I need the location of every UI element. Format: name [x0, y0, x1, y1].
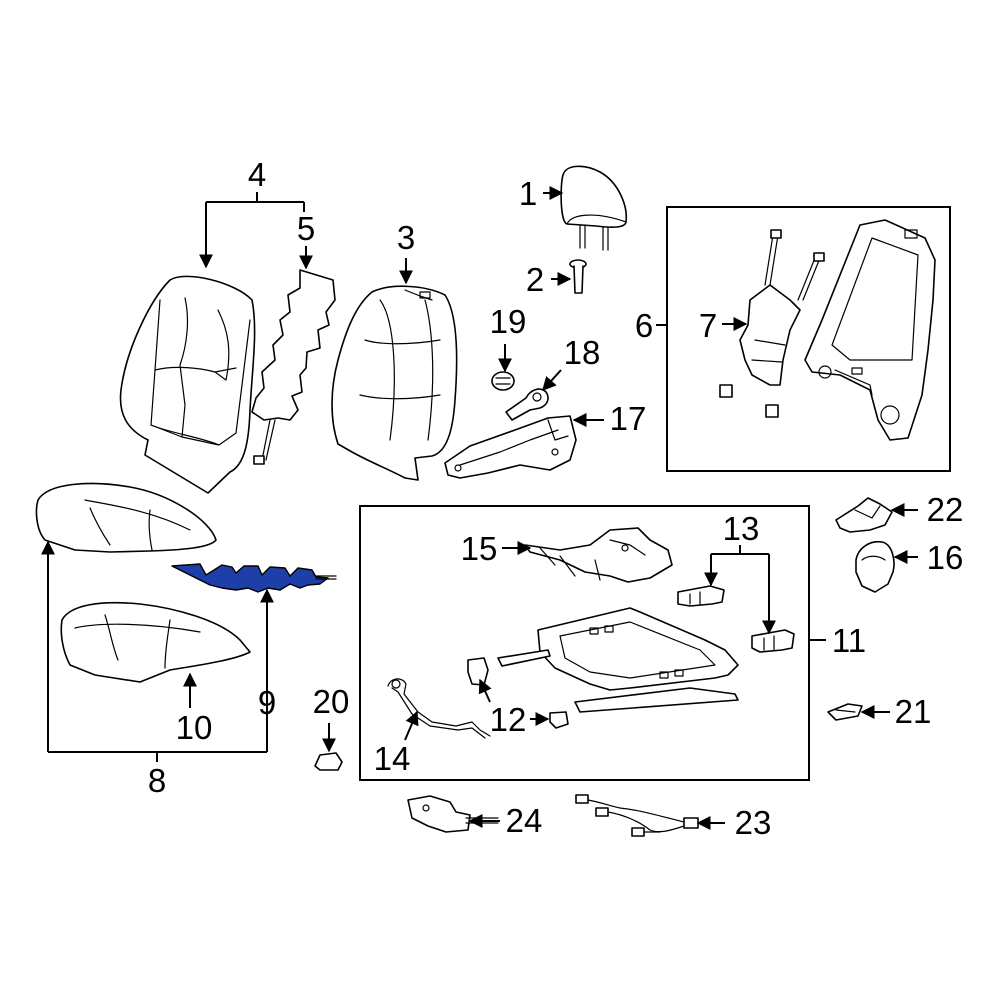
callout-label-3: 3 — [397, 219, 415, 256]
callout-label-15: 15 — [461, 530, 498, 567]
part-seatback-bracket[interactable] — [719, 229, 825, 418]
part-bracket-12a[interactable] — [467, 657, 489, 686]
part-bracket-13a[interactable] — [677, 585, 725, 607]
callout-label-21: 21 — [895, 693, 932, 730]
group-box-6 — [666, 206, 951, 472]
callout-label-8: 8 — [148, 762, 166, 799]
part-rod[interactable] — [387, 678, 491, 739]
group-box-11 — [359, 505, 810, 781]
part-headrest-guide[interactable] — [569, 259, 587, 294]
callout-label-10: 10 — [176, 709, 213, 746]
callout-label-22: 22 — [927, 491, 964, 528]
part-headrest[interactable] — [560, 165, 627, 251]
part-seatback-cover[interactable] — [119, 275, 256, 494]
callout-label-7: 7 — [699, 307, 717, 344]
part-seat-track-frame[interactable] — [497, 607, 739, 713]
part-seatback-frame[interactable] — [804, 219, 936, 441]
part-wire-harness[interactable] — [575, 794, 699, 837]
callout-label-18: 18 — [564, 334, 601, 371]
callout-label-11: 11 — [832, 622, 866, 659]
part-switch-bracket[interactable] — [407, 795, 499, 833]
part-seat-cushion-cover[interactable] — [35, 482, 217, 553]
callout-label-16: 16 — [927, 539, 964, 576]
callout-label-24: 24 — [506, 802, 543, 839]
leader-lines — [41, 186, 918, 830]
part-seat-support[interactable] — [524, 527, 673, 583]
callout-label-20: 20 — [313, 683, 350, 720]
part-clip-20[interactable] — [314, 752, 343, 771]
part-bracket-12b[interactable] — [549, 711, 569, 729]
callout-label-1: 1 — [519, 175, 537, 212]
callout-labels: 1 2 3 4 5 6 7 8 9 10 11 12 13 14 15 16 1… — [148, 156, 964, 841]
part-cover-16[interactable] — [855, 540, 895, 593]
part-knob[interactable] — [491, 371, 515, 391]
callout-label-6: 6 — [635, 307, 653, 344]
callout-label-13: 13 — [723, 510, 760, 547]
part-recliner-handle[interactable] — [505, 388, 549, 421]
callout-label-17: 17 — [610, 400, 647, 437]
callout-label-4: 4 — [248, 156, 266, 193]
callout-label-23: 23 — [735, 804, 772, 841]
part-seatback-pad[interactable] — [331, 285, 458, 481]
part-seat-heater[interactable] — [171, 563, 337, 593]
callout-label-14: 14 — [374, 740, 411, 777]
part-seat-cushion-pad[interactable] — [60, 601, 251, 683]
part-seatback-heater[interactable] — [251, 269, 336, 465]
callout-label-9: 9 — [258, 684, 276, 721]
callout-label-12: 12 — [490, 701, 527, 738]
part-bracket-22[interactable] — [835, 497, 893, 533]
callout-label-19: 19 — [490, 303, 527, 340]
part-bracket-13b[interactable] — [751, 629, 795, 653]
callout-label-2: 2 — [526, 261, 544, 298]
callout-label-5: 5 — [297, 210, 315, 247]
part-side-shield[interactable] — [444, 415, 577, 479]
part-clip-21[interactable] — [827, 703, 863, 721]
